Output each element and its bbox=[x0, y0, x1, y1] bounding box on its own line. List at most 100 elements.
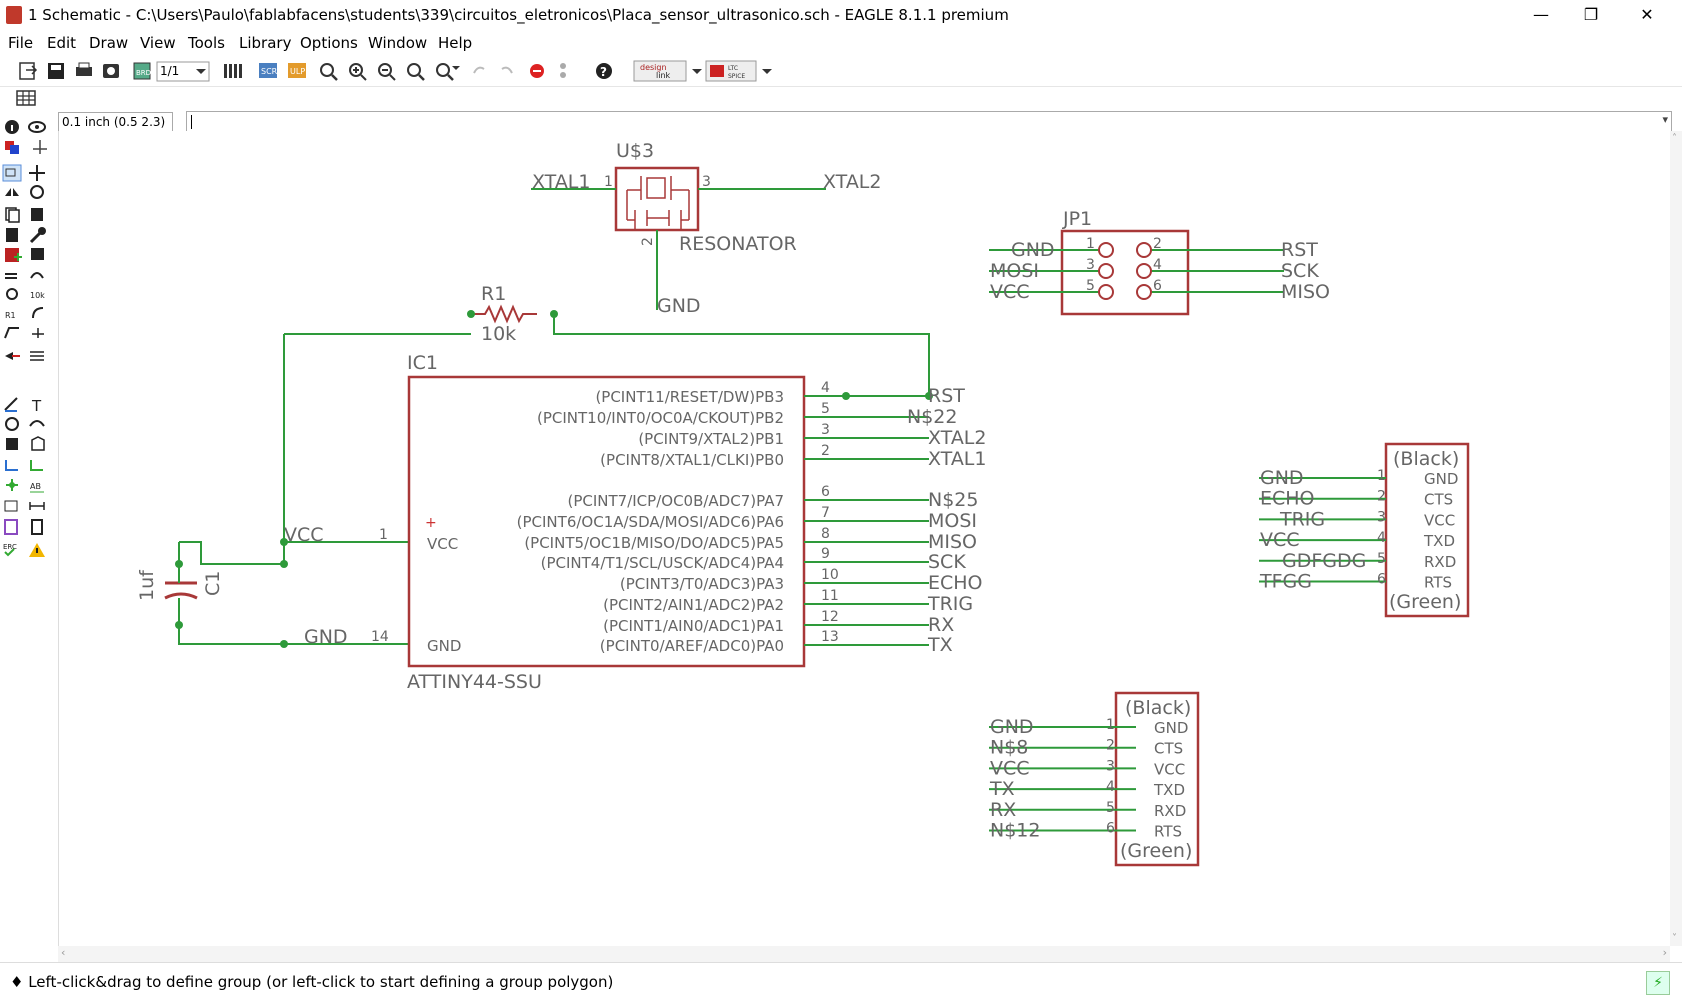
wrench-icon[interactable] bbox=[29, 227, 46, 244]
replace-icon[interactable] bbox=[31, 248, 44, 260]
scroll-right-icon[interactable]: › bbox=[1662, 946, 1667, 959]
schematic-drawing[interactable]: U$3 RESONATOR 1 3 2 XTAL1 XTAL2 GND R1 1… bbox=[59, 131, 1671, 946]
ic-net-label: SCK bbox=[928, 551, 966, 573]
arc-icon[interactable] bbox=[29, 420, 45, 427]
name-icon[interactable]: R1 bbox=[5, 311, 16, 320]
ulp-icon[interactable]: ULP bbox=[288, 63, 306, 78]
menu-draw[interactable]: Draw bbox=[89, 34, 129, 52]
library-icon[interactable] bbox=[224, 64, 242, 78]
vertical-scrollbar[interactable]: ˄ ˅ bbox=[1670, 131, 1682, 946]
resistor-r1[interactable] bbox=[471, 304, 537, 324]
menu-help[interactable]: Help bbox=[438, 34, 473, 52]
delete-icon[interactable] bbox=[6, 228, 18, 242]
ic-net-label: N$25 bbox=[928, 489, 978, 511]
ic-net-label: MOSI bbox=[928, 510, 977, 532]
rotate-icon[interactable] bbox=[30, 185, 44, 199]
scroll-up-icon[interactable]: ˄ bbox=[1672, 133, 1677, 144]
zoom-redraw-icon[interactable] bbox=[407, 63, 425, 81]
minimize-icon[interactable]: — bbox=[1533, 5, 1549, 24]
command-history-dropdown-icon[interactable]: ▾ bbox=[1662, 113, 1668, 126]
print-icon[interactable] bbox=[76, 62, 92, 76]
undo-icon[interactable] bbox=[473, 66, 485, 74]
ic-pin-number: 8 bbox=[821, 526, 830, 542]
zoom-out-icon[interactable] bbox=[353, 63, 396, 81]
resonator-pin2: 2 bbox=[640, 237, 656, 246]
horizontal-scrollbar[interactable]: ‹ › bbox=[58, 946, 1670, 962]
zoom-select-icon[interactable] bbox=[436, 63, 460, 81]
scroll-left-icon[interactable]: ‹ bbox=[61, 946, 66, 959]
smash-icon[interactable] bbox=[32, 307, 44, 319]
zoom-fit-icon[interactable] bbox=[320, 63, 338, 81]
mark-icon[interactable] bbox=[33, 140, 47, 154]
optimize-icon[interactable] bbox=[30, 351, 44, 361]
move-icon[interactable] bbox=[29, 165, 45, 181]
schematic-canvas[interactable]: U$3 RESONATOR 1 3 2 XTAL1 XTAL2 GND R1 1… bbox=[58, 131, 1671, 946]
invoke-icon[interactable] bbox=[30, 272, 44, 279]
ftdi-connector-2[interactable] bbox=[1114, 691, 1200, 867]
menu-edit[interactable]: Edit bbox=[47, 34, 77, 52]
schematic-wires[interactable] bbox=[178, 314, 930, 645]
cam-icon[interactable] bbox=[103, 64, 119, 78]
go-icon[interactable] bbox=[560, 63, 566, 78]
label-icon[interactable]: AB bbox=[30, 482, 44, 493]
help-icon[interactable]: ? bbox=[596, 63, 612, 79]
group-icon[interactable] bbox=[2, 164, 22, 182]
script-icon[interactable]: SCR bbox=[259, 63, 278, 78]
command-line-input[interactable]: ▾ bbox=[186, 111, 1672, 133]
rect-icon[interactable] bbox=[6, 438, 18, 450]
line-icon[interactable] bbox=[4, 397, 18, 412]
text-icon[interactable]: T bbox=[31, 397, 42, 415]
save-icon[interactable] bbox=[48, 63, 64, 79]
resonator-part[interactable] bbox=[614, 166, 700, 232]
swap-gate-icon[interactable] bbox=[5, 273, 17, 279]
mirror-icon[interactable] bbox=[5, 188, 19, 196]
info-icon[interactable] bbox=[5, 120, 19, 134]
ftdi-net-label: TX bbox=[989, 778, 1015, 800]
pinswap-icon[interactable] bbox=[5, 352, 20, 360]
frame-icon[interactable] bbox=[4, 519, 18, 535]
erc-icon[interactable]: ERC bbox=[3, 543, 17, 557]
resistor-value: 10k bbox=[481, 323, 516, 345]
board-switch-icon[interactable]: BRD bbox=[133, 62, 151, 80]
polygon-icon[interactable] bbox=[31, 436, 45, 451]
restore-icon[interactable]: ❐ bbox=[1583, 5, 1599, 24]
sheet-select[interactable] bbox=[156, 61, 210, 82]
grid-icon[interactable] bbox=[14, 86, 44, 110]
menu-options[interactable]: Options bbox=[300, 34, 358, 52]
menu-window[interactable]: Window bbox=[368, 34, 428, 52]
net-icon[interactable] bbox=[5, 460, 18, 471]
show-icon[interactable] bbox=[28, 121, 46, 133]
menu-library[interactable]: Library bbox=[239, 34, 292, 52]
copy-icon[interactable] bbox=[5, 207, 20, 223]
warning-icon[interactable] bbox=[29, 543, 45, 557]
redo-icon[interactable] bbox=[501, 66, 513, 74]
split-icon[interactable] bbox=[32, 328, 44, 338]
dimension-icon[interactable] bbox=[29, 502, 45, 510]
close-icon[interactable]: ✕ bbox=[1640, 5, 1654, 24]
add-part-icon[interactable] bbox=[5, 248, 22, 262]
stop-icon[interactable] bbox=[530, 64, 544, 78]
ftdi-connector-1[interactable] bbox=[1384, 442, 1470, 618]
value-icon[interactable]: 10k bbox=[30, 291, 45, 300]
attribute-icon[interactable] bbox=[4, 500, 18, 512]
junction-icon[interactable] bbox=[6, 479, 18, 491]
paste-icon[interactable] bbox=[31, 208, 43, 221]
menu-tools[interactable]: Tools bbox=[188, 34, 225, 52]
gateswap-icon[interactable] bbox=[6, 288, 18, 300]
scroll-down-icon[interactable]: ˅ bbox=[1672, 933, 1677, 944]
resonator-nets[interactable] bbox=[531, 188, 826, 310]
jp1-header[interactable] bbox=[1060, 229, 1190, 316]
run-status-icon[interactable]: ⚡ bbox=[1646, 971, 1670, 995]
zoom-in-icon[interactable] bbox=[349, 63, 367, 81]
open-icon[interactable] bbox=[19, 62, 38, 80]
bus-icon[interactable] bbox=[30, 460, 43, 471]
circle-icon[interactable] bbox=[5, 417, 19, 431]
miter-icon[interactable] bbox=[4, 327, 19, 339]
menu-view[interactable]: View bbox=[140, 34, 176, 52]
capacitor-c1[interactable] bbox=[164, 581, 198, 600]
layer-display-icon[interactable] bbox=[5, 141, 19, 154]
menu-file[interactable]: File bbox=[8, 34, 34, 52]
modules-icon[interactable] bbox=[31, 519, 43, 535]
